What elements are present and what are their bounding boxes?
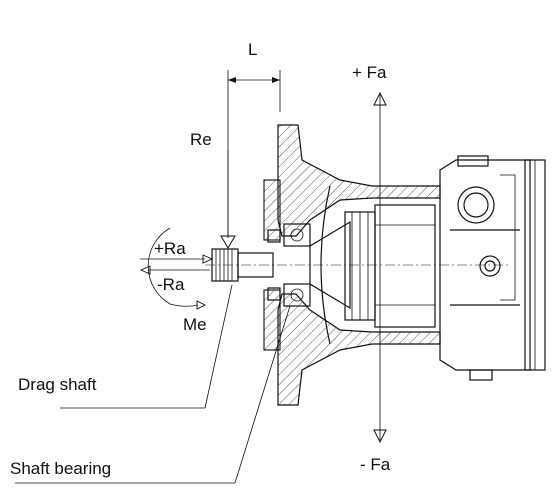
minus-Ra-arrow [139, 265, 210, 275]
shaft-bearing [267, 223, 311, 307]
drag-shaft-leader [60, 284, 233, 409]
cylinder-block [309, 185, 436, 345]
label-L: L [248, 40, 257, 59]
moment-arc [147, 227, 207, 310]
label-Re: Re [190, 130, 212, 149]
radial-load-arrow [220, 150, 236, 249]
label-plus-Ra: +Ra [154, 239, 186, 258]
motor-housing-section [263, 124, 441, 406]
label-minus-Fa: - Fa [360, 455, 391, 474]
label-minus-Ra: -Ra [157, 275, 185, 294]
drag-shaft [211, 248, 274, 282]
label-drag-shaft: Drag shaft [18, 375, 97, 394]
axial-force-arrow [373, 91, 387, 444]
label-shaft-bearing: Shaft bearing [10, 459, 111, 478]
plus-Ra-arrow [140, 254, 214, 264]
label-Me: Me [183, 315, 207, 334]
shaft-bearing-leader [15, 305, 291, 484]
end-cover [439, 155, 546, 381]
label-plus-Fa: + Fa [352, 63, 387, 82]
